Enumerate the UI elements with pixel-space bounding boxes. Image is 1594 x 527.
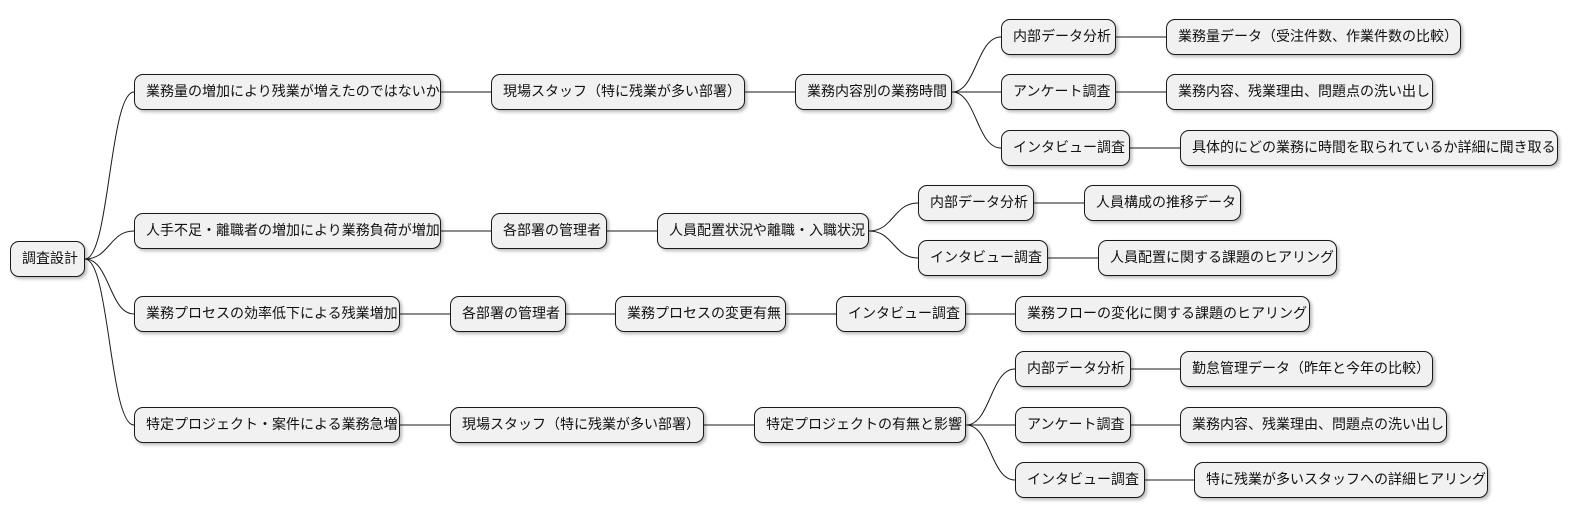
method-node-workload-internal[interactable]: 内部データ分析 bbox=[1001, 19, 1116, 55]
detail-node-process-interview[interactable]: 業務フローの変化に関する課題のヒアリング bbox=[1015, 296, 1310, 332]
edge-b2-item-to-b2-m1 bbox=[868, 202, 919, 232]
detail-node-project-interview[interactable]: 特に残業が多いスタッフへの詳細ヒアリング bbox=[1194, 462, 1488, 498]
hypothesis-node-staffing[interactable]: 人手不足・離職者の増加により業務負荷が増加 bbox=[134, 213, 441, 249]
target-node-staffing[interactable]: 各部署の管理者 bbox=[491, 213, 607, 249]
target-node-project[interactable]: 現場スタッフ（特に残業が多い部署） bbox=[450, 407, 704, 443]
item-node-process[interactable]: 業務プロセスの変更有無 bbox=[615, 296, 786, 332]
item-node-project[interactable]: 特定プロジェクトの有無と影響 bbox=[754, 407, 966, 443]
method-node-workload-survey[interactable]: アンケート調査 bbox=[1001, 74, 1116, 110]
method-node-project-internal[interactable]: 内部データ分析 bbox=[1015, 351, 1131, 387]
edge-n-root-to-b3-hyp bbox=[84, 258, 135, 315]
hypothesis-node-process[interactable]: 業務プロセスの効率低下による残業増加 bbox=[134, 296, 400, 332]
method-node-project-interview[interactable]: インタビュー調査 bbox=[1015, 462, 1145, 498]
edge-n-root-to-b1-hyp bbox=[84, 91, 135, 260]
method-node-process-interview[interactable]: インタビュー調査 bbox=[836, 296, 966, 332]
method-node-staffing-interview[interactable]: インタビュー調査 bbox=[918, 240, 1048, 276]
hypothesis-node-workload[interactable]: 業務量の増加により残業が増えたのではないか bbox=[134, 74, 441, 110]
edge-b4-item-to-b4-m3 bbox=[965, 424, 1016, 481]
hypothesis-node-project[interactable]: 特定プロジェクト・案件による業務急増 bbox=[134, 407, 400, 443]
detail-node-project-internal[interactable]: 勤怠管理データ（昨年と今年の比較） bbox=[1180, 351, 1433, 387]
edge-b1-item-to-b1-m1 bbox=[951, 36, 1002, 93]
root-node[interactable]: 調査設計 bbox=[10, 241, 85, 277]
edge-b4-item-to-b4-m1 bbox=[965, 368, 1016, 426]
detail-node-staffing-interview[interactable]: 人員配置に関する課題のヒアリング bbox=[1098, 240, 1337, 276]
detail-node-workload-survey[interactable]: 業務内容、残業理由、問題点の洗い出し bbox=[1166, 74, 1433, 110]
edge-b1-item-to-b1-m3 bbox=[951, 91, 1002, 149]
target-node-workload[interactable]: 現場スタッフ（特に残業が多い部署） bbox=[491, 74, 745, 110]
detail-node-workload-internal[interactable]: 業務量データ（受注件数、作業件数の比較） bbox=[1166, 19, 1461, 55]
method-node-staffing-internal[interactable]: 内部データ分析 bbox=[918, 185, 1034, 221]
method-node-project-survey[interactable]: アンケート調査 bbox=[1015, 407, 1131, 443]
item-node-workload[interactable]: 業務内容別の業務時間 bbox=[795, 74, 952, 110]
detail-node-project-survey[interactable]: 業務内容、残業理由、問題点の洗い出し bbox=[1180, 407, 1447, 443]
edge-b2-item-to-b2-m2 bbox=[868, 230, 919, 259]
detail-node-staffing-internal[interactable]: 人員構成の推移データ bbox=[1084, 185, 1241, 221]
detail-node-workload-interview[interactable]: 具体的にどの業務に時間を取られているか詳細に聞き取る bbox=[1180, 130, 1558, 166]
target-node-process[interactable]: 各部署の管理者 bbox=[450, 296, 566, 332]
item-node-staffing[interactable]: 人員配置状況や離職・入職状況 bbox=[657, 213, 869, 249]
edge-n-root-to-b2-hyp bbox=[84, 230, 135, 260]
method-node-workload-interview[interactable]: インタビュー調査 bbox=[1001, 130, 1130, 166]
edge-n-root-to-b4-hyp bbox=[84, 258, 135, 426]
